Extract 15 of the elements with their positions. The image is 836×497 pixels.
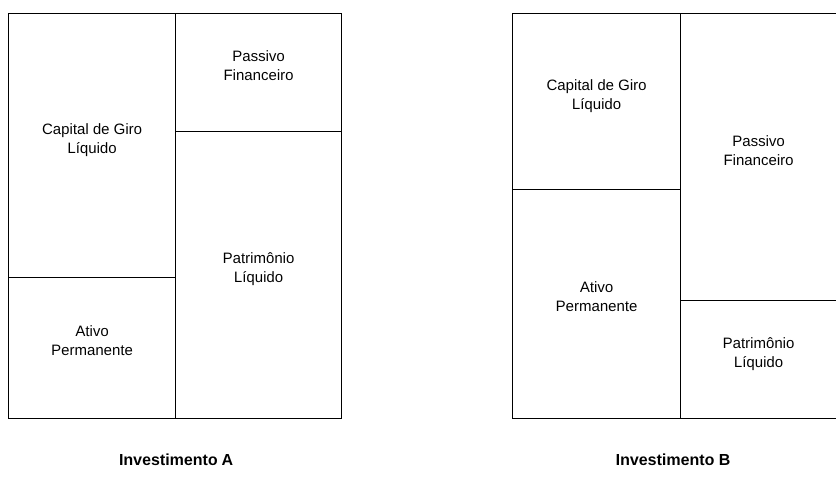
balance-sheet-frame <box>512 13 835 419</box>
balance-sheet-block <box>175 131 342 419</box>
caption: Investimento A <box>118 452 234 470</box>
balance-sheet-block <box>680 300 836 419</box>
block-label: Capital de Giro Líquido <box>40 120 144 158</box>
caption: Investimento B <box>616 452 730 470</box>
block-label: Patrimônio Líquido <box>222 249 296 287</box>
balance-sheet-block <box>680 12 836 302</box>
block-label: Ativo Permanente <box>50 322 134 360</box>
block-label: Capital de Giro Líquido <box>545 76 648 114</box>
block-label: Passivo Financeiro <box>722 132 795 170</box>
balance-sheet-frame <box>8 13 342 419</box>
block-label: Ativo Permanente <box>554 278 638 316</box>
block-label: Passivo Financeiro <box>222 46 295 84</box>
block-label: Patrimônio Líquido <box>722 334 796 372</box>
